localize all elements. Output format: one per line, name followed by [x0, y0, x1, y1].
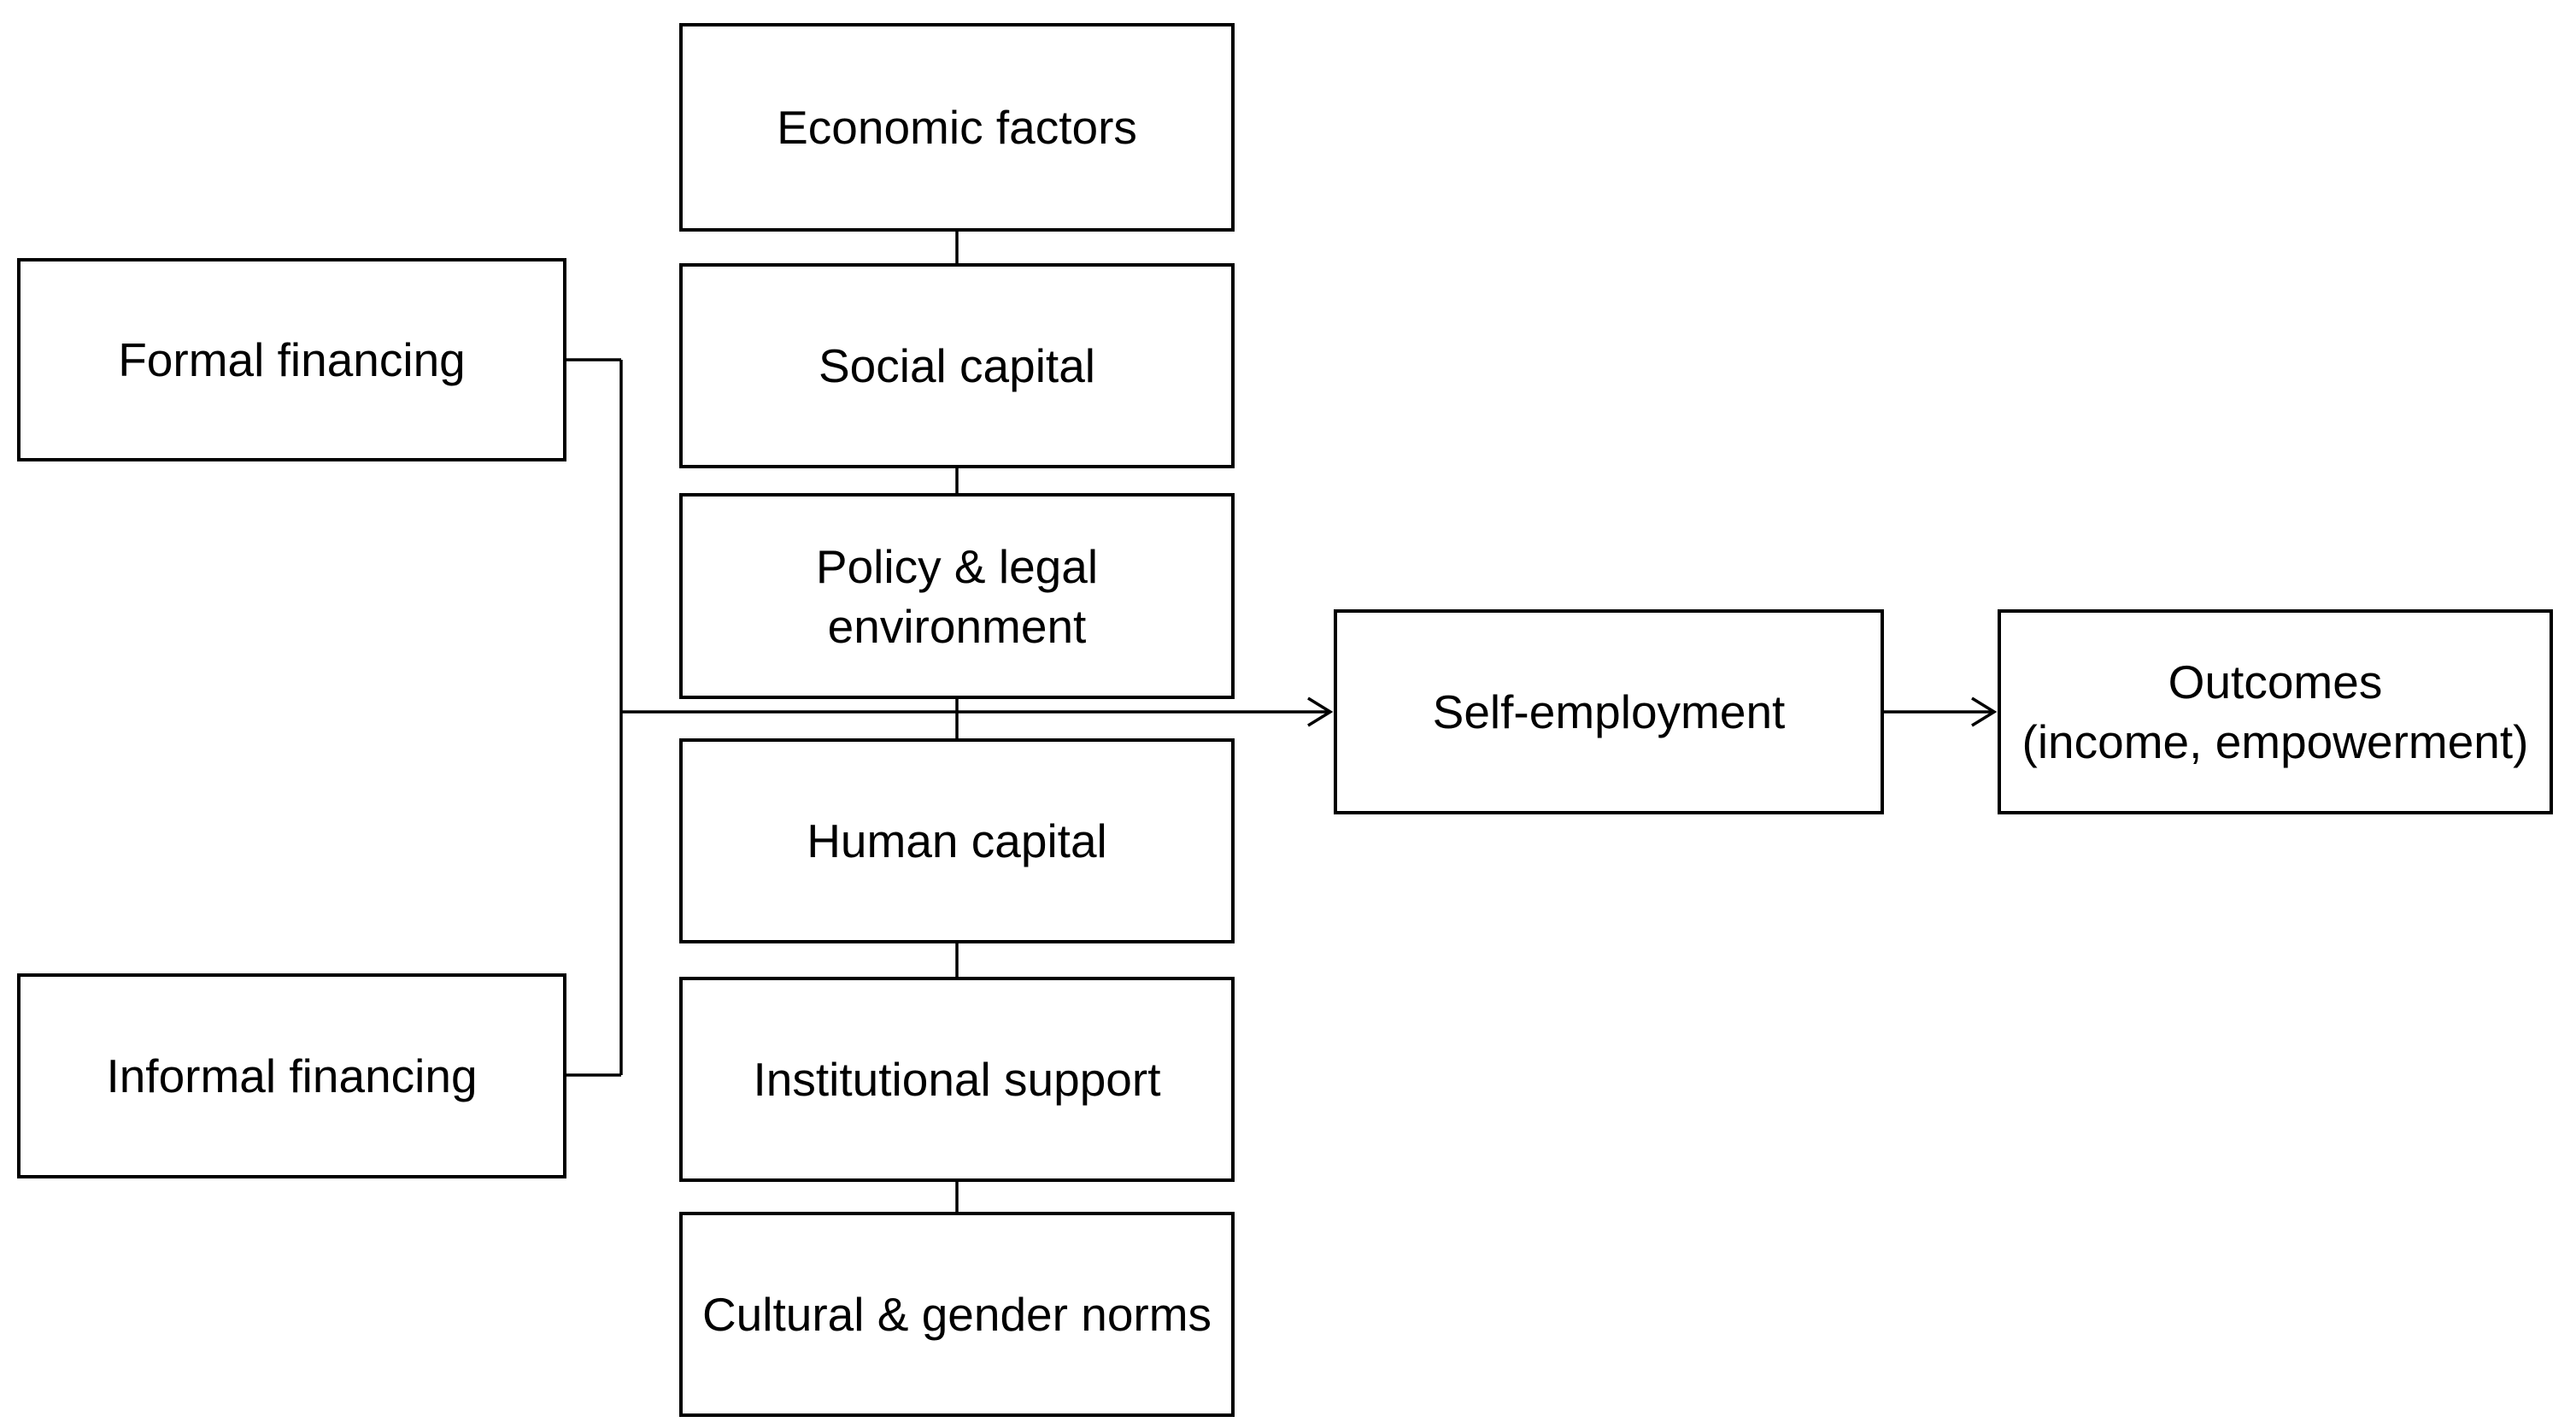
- box-policy-legal-environment-label-line2: environment: [827, 599, 1087, 653]
- box-outcomes-label-line1: Outcomes: [2168, 655, 2383, 708]
- box-human-capital: Human capital: [679, 738, 1235, 943]
- box-informal-financing: Informal financing: [17, 973, 566, 1178]
- box-policy-legal-environment-label-line1: Policy & legal: [815, 539, 1099, 593]
- box-self-employment: Self-employment: [1334, 609, 1884, 814]
- box-social-capital-label: Social capital: [818, 339, 1096, 392]
- box-economic-factors: Economic factors: [679, 23, 1235, 232]
- box-formal-financing: Formal financing: [17, 258, 566, 461]
- box-policy-legal-environment: Policy & legal environment: [679, 493, 1235, 699]
- box-social-capital: Social capital: [679, 263, 1235, 468]
- box-economic-factors-label: Economic factors: [777, 101, 1137, 154]
- box-self-employment-label: Self-employment: [1432, 685, 1786, 738]
- box-human-capital-label: Human capital: [807, 814, 1107, 867]
- box-formal-financing-label: Formal financing: [118, 333, 466, 386]
- box-outcomes-label-line2: (income, empowerment): [2021, 715, 2529, 768]
- box-institutional-support-label: Institutional support: [753, 1053, 1161, 1106]
- box-informal-financing-label: Informal financing: [106, 1049, 478, 1102]
- box-institutional-support: Institutional support: [679, 977, 1235, 1182]
- box-cultural-gender-norms-label: Cultural & gender norms: [701, 1288, 1212, 1341]
- arrowhead-self-employment-to-outcomes: [1971, 696, 1998, 727]
- arrowhead-financing-to-self-employment: [1307, 696, 1334, 727]
- box-cultural-gender-norms: Cultural & gender norms: [679, 1212, 1235, 1417]
- box-outcomes: Outcomes (income, empowerment): [1998, 609, 2553, 814]
